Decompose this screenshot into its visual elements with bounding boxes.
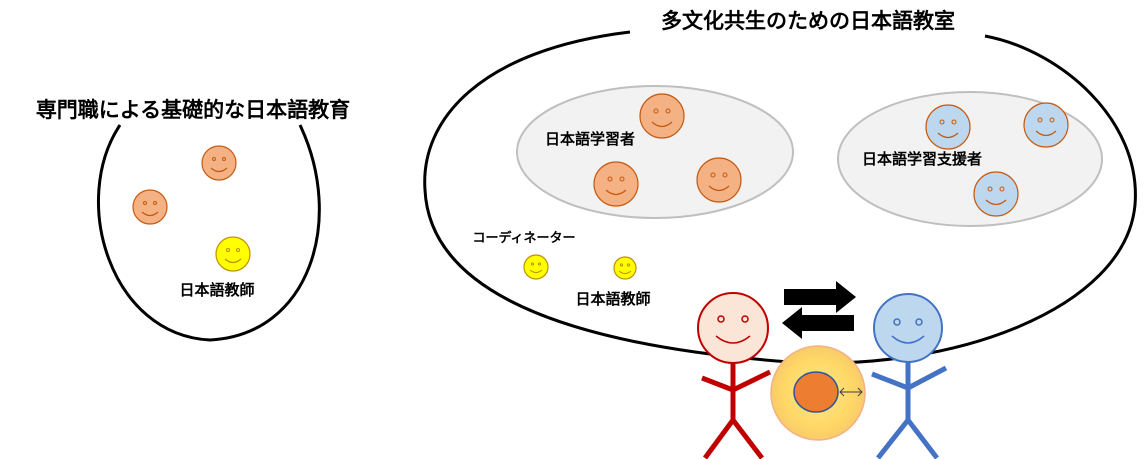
blue-stick-figure-icon [871,293,948,459]
supporter-face-icon [925,104,971,150]
learner-face-icon [639,93,685,139]
left-panel: 専門職による基礎的な日本語教育 日本語教師 [36,98,350,342]
right-panel: 多文化共生のための日本語教室 日本語学習者 日本語学習支援者 [423,9,1137,365]
supporters-label: 日本語学習支援者 [862,150,982,168]
double-arrow-icon [839,387,863,397]
exchange-arrows-icon [782,281,856,339]
left-group-ellipse [97,124,321,342]
left-teacher-label: 日本語教師 [179,281,254,299]
learner-face-icon [593,161,639,207]
teacher-face-icon [523,254,549,280]
right-panel-title: 多文化共生のための日本語教室 [661,9,955,33]
supporter-face-icon [973,171,1019,217]
red-stick-figure-icon [697,292,772,459]
teacher-face-icon [613,256,637,280]
learner-face-icon [696,157,742,203]
learner-face-icon [132,189,168,225]
teacher-face-icon [215,236,251,272]
learners-label: 日本語学習者 [545,130,635,148]
coordinator-label: コーディネーター [472,230,575,246]
learner-face-icon [201,145,237,181]
supporter-face-icon [1023,102,1069,148]
interaction-overlap [770,345,866,441]
right-teacher-label: 日本語教師 [575,290,650,308]
left-panel-title: 専門職による基礎的な日本語教育 [36,98,350,122]
